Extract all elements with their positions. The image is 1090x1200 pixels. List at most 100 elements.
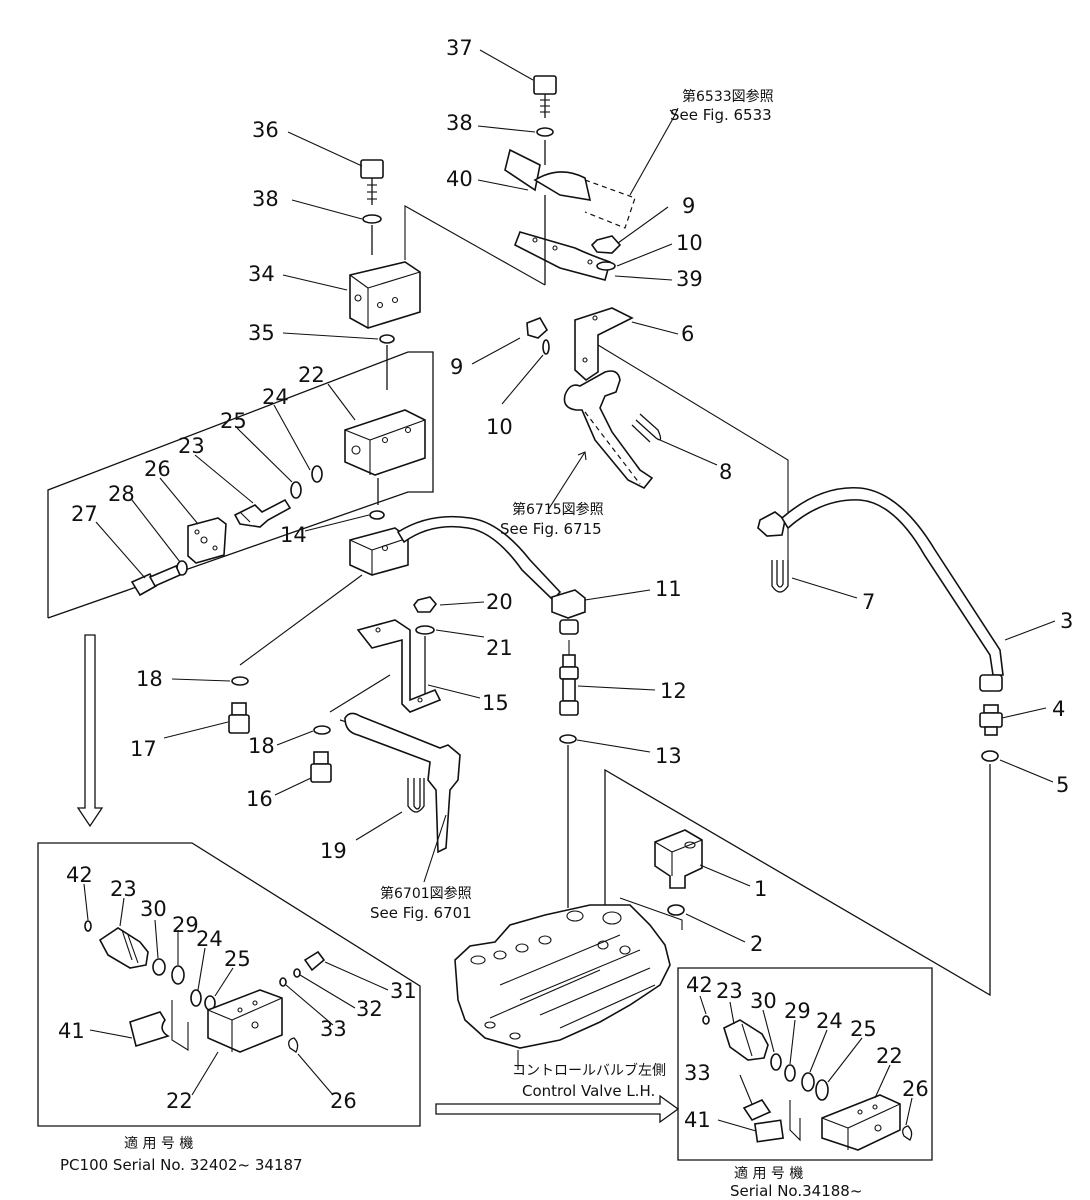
control-valve-label-en: Control Valve L.H. [522,1082,655,1100]
serial-right-en: Serial No.34188~ [730,1182,862,1200]
inset-r-callout-29: 29 [784,999,811,1023]
fitting-17 [228,702,250,734]
callout-27: 27 [71,502,98,526]
inset-l-callout-24: 24 [196,927,223,951]
washer-18-b [313,725,331,735]
inset-l-callout-25: 25 [224,947,251,971]
washer-21 [415,625,435,635]
callout-22: 22 [298,363,325,387]
callout-36: 36 [252,118,279,142]
callout-10-top: 10 [676,231,703,255]
inset-l-ring-33 [279,977,287,987]
inset-r-ring-25 [815,1079,829,1101]
o-ring-35 [379,334,395,344]
callout-13: 13 [655,744,682,768]
inset-r-sleeve-33 [742,1098,772,1122]
callout-35: 35 [248,321,275,345]
callout-3: 3 [1060,609,1073,633]
washer-10-top [596,261,616,271]
o-ring-13 [559,734,577,744]
inset-r-ring-30 [770,1053,782,1071]
inset-l-callout-42: 42 [66,863,93,887]
bracket-15 [356,619,442,713]
callout-24: 24 [262,385,289,409]
inset-l-block-22 [207,989,283,1053]
inset-r-plug-23 [723,1019,769,1061]
serial-left-jp: 適 用 号 機 [124,1135,193,1152]
tee-6701 [339,712,461,854]
u-bolt-19 [407,778,425,813]
inset-l-callout-30: 30 [140,897,167,921]
control-valve [454,904,671,1049]
callout-2: 2 [750,932,763,956]
plug-23 [233,498,292,528]
pipe-3 [757,486,1004,676]
inset-l-ring-32 [293,968,301,978]
ref-fig6715-jp: 第6715図参照 [512,501,604,518]
callout-26: 26 [144,457,171,481]
ref-fig6533-en: See Fig. 6533 [670,106,772,124]
washer-18-a [231,676,249,686]
nut-9-mid [526,317,549,339]
inset-r-callout-24: 24 [816,1009,843,1033]
clamp-39 [513,231,611,281]
callout-17: 17 [130,737,157,761]
fitting-16 [310,751,332,783]
callout-15: 15 [482,691,509,715]
callout-1: 1 [754,877,767,901]
callout-38-left: 38 [252,187,279,211]
inset-l-callout-33: 33 [320,1017,347,1041]
callout-28: 28 [108,482,135,506]
callout-11: 11 [655,577,682,601]
arrow-down [76,634,104,828]
inset-r-callout-33: 33 [684,1061,711,1085]
nut-20 [413,596,438,613]
inset-l-ring-30 [152,958,166,976]
inset-r-callout-22: 22 [876,1044,903,1068]
callout-12: 12 [660,679,687,703]
callout-8: 8 [719,460,732,484]
inset-l-callout-41: 41 [58,1019,85,1043]
bolt-27 [130,564,182,597]
callout-21: 21 [486,636,513,660]
block-34 [349,261,421,329]
inset-l-ring-24 [190,989,202,1007]
callout-38-top: 38 [446,111,473,135]
inset-r-callout-41: 41 [684,1108,711,1132]
callout-19: 19 [320,839,347,863]
ref-fig6533-jp: 第6533図参照 [682,88,774,105]
nut-9-top [590,235,622,254]
inset-l-seal-41 [129,1011,170,1048]
bracket-6 [574,307,634,382]
callout-18-a: 18 [136,667,163,691]
callout-18-b: 18 [248,734,275,758]
elbow-11 [551,589,586,635]
leader-lines-insets [83,883,913,1132]
o-ring-14 [369,510,385,520]
o-ring-2 [667,904,685,916]
inset-l-callout-26: 26 [330,1089,357,1113]
inset-r-ring-24 [801,1072,815,1092]
callout-37: 37 [446,36,473,60]
nut-3 [979,674,1003,692]
bolt-36 [360,159,384,205]
inset-r-callout-30: 30 [750,989,777,1013]
callout-5: 5 [1056,773,1069,797]
callout-40: 40 [446,167,473,191]
u-bolt-8 [631,413,662,443]
callout-34: 34 [248,262,275,286]
arrow-right [435,1094,680,1124]
callout-14: 14 [280,523,307,547]
inset-r-block-22 [821,1094,901,1151]
inset-r-callout-42: 42 [686,973,713,997]
washer-38-top [536,127,554,137]
callout-9-top: 9 [682,194,695,218]
tee-6715 [563,370,654,490]
inset-l-callout-22: 22 [166,1089,193,1113]
inset-r-ring-29 [784,1064,796,1082]
leader-lines [95,49,1056,943]
inset-r-seal-41 [753,1119,785,1143]
inset-l-clip-26 [288,1037,299,1053]
washer-38-left [362,214,382,224]
